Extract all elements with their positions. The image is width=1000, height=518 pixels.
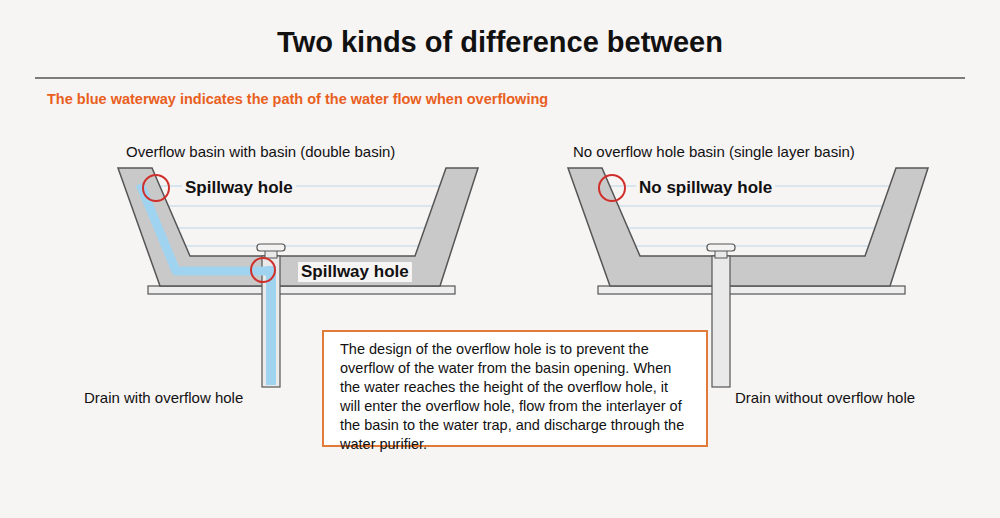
drain-pipe <box>712 256 730 387</box>
subtitle-note: The blue waterway indicates the path of … <box>47 91 548 107</box>
drain-cap <box>257 244 285 251</box>
callout-label: Spillway hole <box>182 178 296 198</box>
marker-circle <box>251 258 275 282</box>
countertop <box>598 286 905 294</box>
countertop <box>148 286 455 294</box>
water-line <box>628 228 875 229</box>
callout-label: Spillway hole <box>298 262 412 282</box>
water-line <box>168 206 432 207</box>
basin-wall <box>118 168 478 286</box>
note-box: The design of the overflow hole is to pr… <box>322 330 708 447</box>
callout-label: No spillway hole <box>636 178 775 198</box>
basin-heading: No overflow hole basin (single layer bas… <box>573 143 855 160</box>
water-line <box>618 206 882 207</box>
note-text: The design of the overflow hole is to pr… <box>340 340 692 454</box>
drain-pipe <box>262 256 280 387</box>
overflow-channel <box>266 266 276 385</box>
basin-heading: Overflow basin with basin (double basin) <box>126 143 395 160</box>
water-line <box>178 228 425 229</box>
marker-circle <box>143 175 169 201</box>
water-line <box>636 246 869 247</box>
water-line <box>186 246 419 247</box>
drain-label: Drain with overflow hole <box>84 389 243 406</box>
marker-circle <box>599 175 625 201</box>
drain-label: Drain without overflow hole <box>735 389 915 406</box>
title: Two kinds of difference between <box>0 26 1000 59</box>
basin-wall <box>568 168 928 286</box>
drain-cap <box>707 244 735 251</box>
title-rule <box>35 77 965 79</box>
